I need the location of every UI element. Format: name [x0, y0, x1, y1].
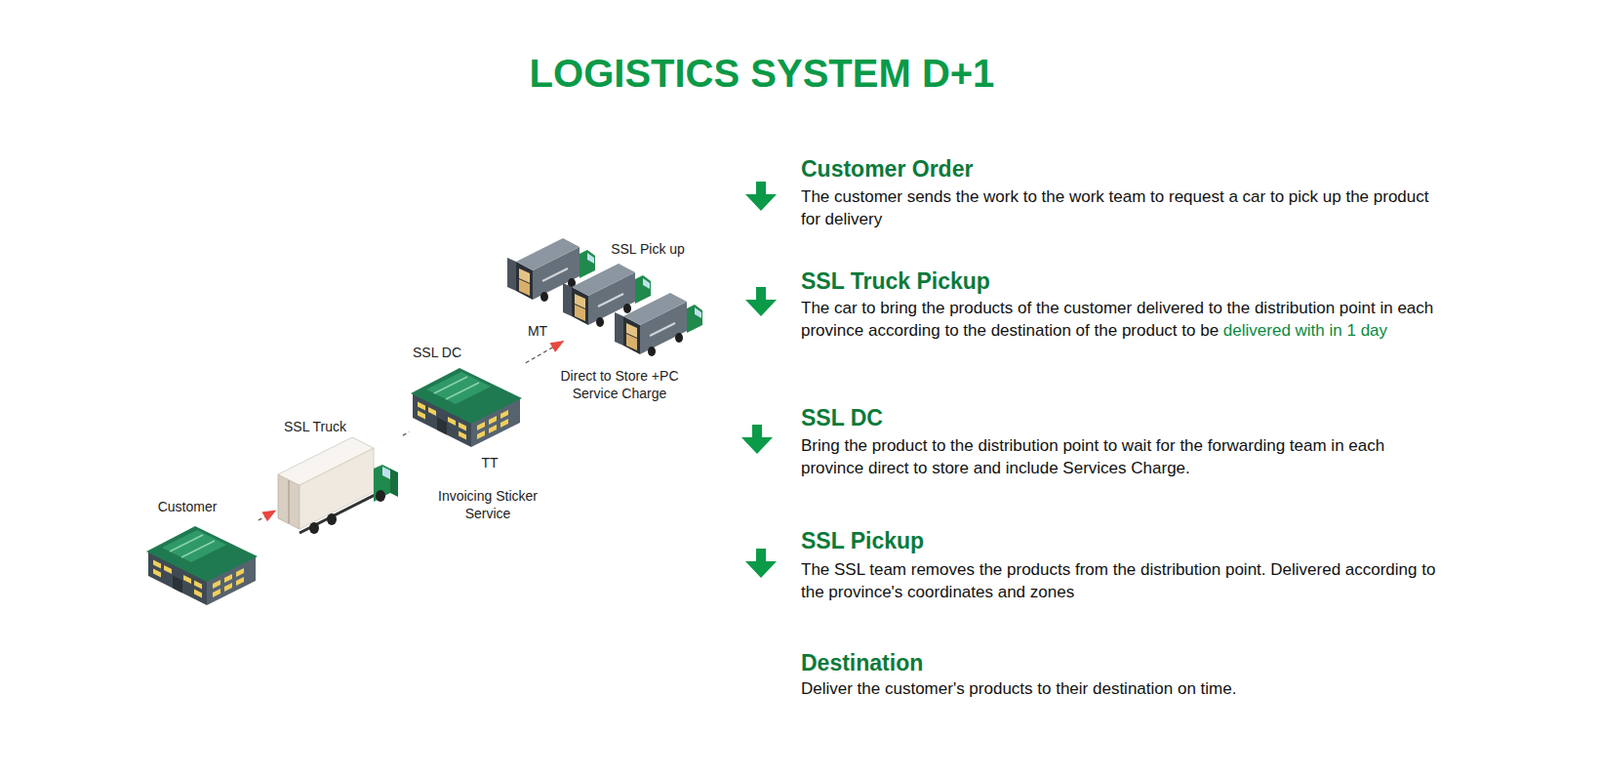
- down-arrow: [745, 181, 777, 211]
- highlight-text: delivered with in 1 day: [1223, 320, 1388, 340]
- step-heading: Customer Order: [800, 155, 973, 183]
- down-arrow: [745, 286, 777, 317]
- truck-icon: [278, 437, 399, 534]
- warehouse-icon: [146, 525, 258, 605]
- illustrated-node: SSL Truck: [276, 417, 402, 531]
- diagram-title: LOGISTICS SYSTEM D+1: [274, 49, 1250, 97]
- flow-connector: [402, 431, 409, 436]
- flow-connector: [258, 510, 276, 520]
- node-label: SSL Truck: [280, 417, 351, 436]
- warehouse-icon: [410, 367, 522, 447]
- step-heading: SSL Pickup: [800, 526, 924, 555]
- illustrated-node: SSL Pick up: [563, 238, 705, 363]
- step-heading: SSL Truck Pickup: [800, 267, 991, 295]
- annotation-label: TT: [470, 453, 510, 472]
- van-icon: [614, 292, 703, 357]
- annotation-label: Invoicing Sticker Service: [433, 486, 543, 522]
- text-block: The car to bring the products of the cus…: [800, 296, 1450, 342]
- down-arrow: [741, 424, 773, 454]
- step-description: Deliver the customer's products to their…: [800, 677, 1450, 700]
- illustrated-node: Customer: [146, 493, 258, 611]
- step-description: The SSL team removes the products from t…: [800, 558, 1450, 603]
- down-arrow: [745, 548, 777, 578]
- annotation-label: Direct to Store +PC Service Charge: [551, 366, 688, 402]
- node-label: SSL Pick up: [608, 240, 687, 258]
- node-label: SSL DC: [409, 343, 465, 361]
- illustrated-node: SSL DC: [409, 343, 525, 449]
- step-description: Bring the product to the distribution po…: [800, 434, 1450, 480]
- step-description: The customer sends the work to the work …: [800, 185, 1450, 231]
- node-label: Customer: [146, 497, 229, 516]
- step-heading: SSL DC: [800, 403, 883, 432]
- step-heading: Destination: [800, 648, 923, 677]
- annotation-label: MT: [518, 321, 558, 340]
- flow-connector: [525, 341, 563, 363]
